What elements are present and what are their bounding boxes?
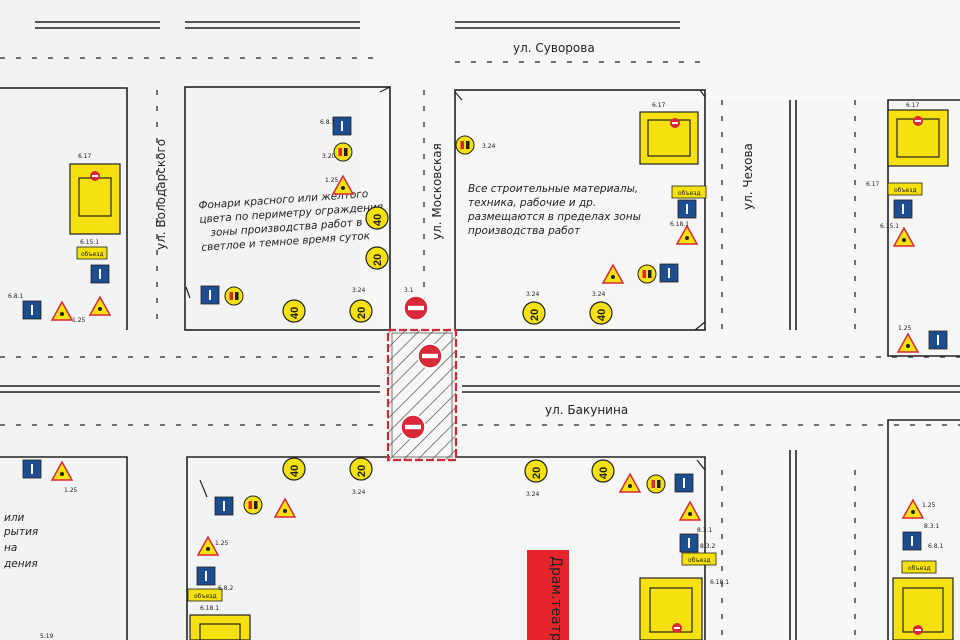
blue-sign-arrows: [31, 121, 939, 581]
svg-text:8.3.2: 8.3.2: [700, 543, 715, 550]
svg-text:производства работ: производства работ: [468, 225, 581, 237]
street-moskovskaya: ул. Московская: [430, 143, 444, 240]
svg-text:20: 20: [356, 307, 368, 319]
no-entry-mini-icons: [90, 116, 923, 635]
svg-text:объезд: объезд: [194, 593, 217, 600]
speed-limit-signs: [282, 206, 615, 483]
svg-text:6.18.1: 6.18.1: [710, 579, 729, 586]
svg-text:40: 40: [598, 467, 610, 479]
speed-limit-values: 40 20 40 20 20 40 40 20 20 40: [289, 214, 610, 479]
svg-text:40: 40: [289, 307, 301, 319]
detour-plate-labels: объезд объезд объезд объезд объезд объез…: [81, 187, 931, 600]
svg-text:6.8.2: 6.8.2: [218, 585, 233, 592]
svg-text:дения: дения: [3, 558, 38, 570]
svg-text:8.3.1: 8.3.1: [924, 523, 939, 530]
svg-text:Драм.театр: Драм.театр: [548, 556, 564, 640]
svg-text:6.18.1: 6.18.1: [670, 221, 689, 228]
svg-text:1.25: 1.25: [215, 540, 229, 547]
street-suvorova: ул. Суворова: [513, 41, 595, 55]
svg-text:объезд: объезд: [81, 251, 104, 258]
svg-text:1.25: 1.25: [922, 502, 936, 509]
road-lines-top: [35, 21, 680, 29]
no-entry-signs: [400, 295, 443, 440]
city-blocks: [0, 86, 960, 640]
svg-text:20: 20: [531, 467, 543, 479]
svg-text:объезд: объезд: [894, 187, 917, 194]
no-entry-sign: [400, 414, 426, 440]
svg-text:3.24: 3.24: [526, 491, 540, 498]
svg-text:1.25: 1.25: [72, 317, 86, 324]
svg-text:40: 40: [596, 309, 608, 321]
svg-text:3.1: 3.1: [404, 287, 414, 294]
svg-text:техника, рабочие и др.: техника, рабочие и др.: [468, 197, 596, 209]
svg-text:6.17: 6.17: [866, 181, 880, 188]
detour-plates: [76, 182, 937, 602]
street-volodarskogo: ул. Володарского: [154, 139, 168, 250]
svg-text:объезд: объезд: [688, 557, 711, 564]
svg-text:3.24: 3.24: [482, 143, 496, 150]
svg-text:Все строительные материалы,: Все строительные материалы,: [468, 183, 638, 195]
drama-theatre: Драм.театр: [527, 550, 569, 640]
svg-text:3.24: 3.24: [352, 287, 366, 294]
note-left-edge: или рытия на дения: [3, 512, 38, 570]
svg-text:на: на: [4, 542, 17, 554]
detour-scheme-boards: [69, 109, 954, 640]
svg-text:3.24: 3.24: [352, 489, 366, 496]
svg-text:40: 40: [289, 465, 301, 477]
svg-text:объезд: объезд: [678, 190, 701, 197]
sign-code-labels: 6.8.1 3.20 1.25 3.24 6.17 6.15.1 6.8.1 1…: [8, 102, 943, 640]
svg-text:6.18.1: 6.18.1: [200, 605, 219, 612]
road-works-triangles: [50, 174, 925, 556]
no-entry-sign: [417, 343, 443, 369]
svg-text:или: или: [4, 512, 25, 524]
svg-text:объезд: объезд: [908, 565, 931, 572]
svg-text:6.15.1: 6.15.1: [880, 223, 899, 230]
svg-text:20: 20: [356, 465, 368, 477]
svg-text:40: 40: [372, 214, 384, 226]
svg-text:размещаются в пределах зоны: размещаются в пределах зоны: [467, 211, 641, 223]
road-lines-chekhova: [789, 100, 797, 640]
street-bakunina: ул. Бакунина: [545, 403, 628, 417]
svg-text:6.8.1: 6.8.1: [320, 119, 335, 126]
svg-text:1.25: 1.25: [898, 325, 912, 332]
svg-text:3.24: 3.24: [592, 291, 606, 298]
blue-lane-signs: [22, 116, 948, 586]
note-materials: Все строительные материалы, техника, раб…: [467, 183, 641, 237]
svg-text:1.25: 1.25: [64, 487, 78, 494]
svg-text:3.20: 3.20: [322, 153, 336, 160]
svg-text:1.25: 1.25: [325, 177, 339, 184]
svg-text:20: 20: [372, 254, 384, 266]
road-lines-bakunina: [0, 385, 960, 393]
svg-text:6.17: 6.17: [652, 102, 666, 109]
triangle-pictos: [60, 186, 915, 551]
svg-text:6.8.1: 6.8.1: [8, 293, 23, 300]
svg-text:6.17: 6.17: [906, 102, 920, 109]
svg-text:6.8.1: 6.8.1: [928, 543, 943, 550]
svg-text:5.19: 5.19: [40, 633, 54, 640]
svg-text:8.3.1: 8.3.1: [697, 527, 712, 534]
svg-text:6.17: 6.17: [78, 153, 92, 160]
svg-text:6.15.1: 6.15.1: [80, 239, 99, 246]
no-overtaking-signs: [224, 135, 666, 515]
street-chekhova: ул. Чехова: [741, 143, 755, 210]
svg-text:рытия: рытия: [3, 526, 38, 538]
corner-ticks: [185, 86, 706, 498]
dashes-vertical: [156, 90, 856, 640]
no-entry-sign: [403, 295, 429, 321]
svg-text:3.24: 3.24: [526, 291, 540, 298]
svg-text:20: 20: [529, 309, 541, 321]
